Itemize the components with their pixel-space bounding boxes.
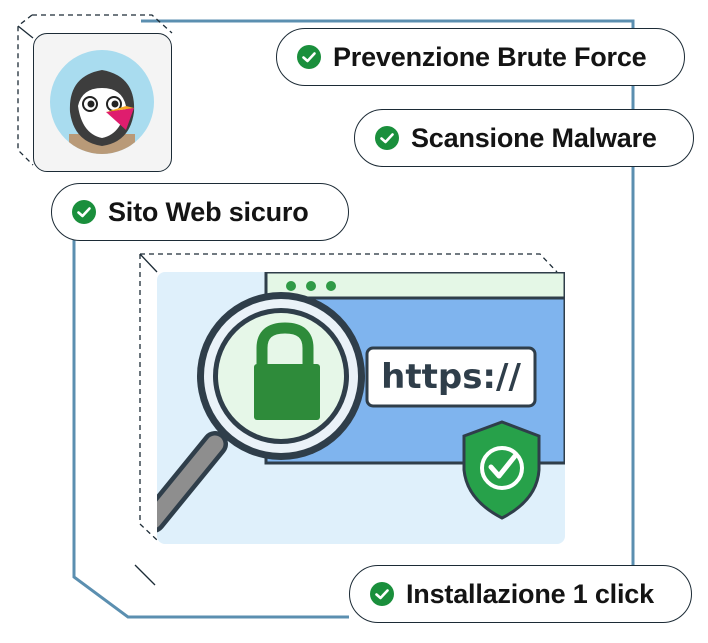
feature-one-click-install: Installazione 1 click — [349, 565, 692, 623]
feature-label: Sito Web sicuro — [108, 196, 309, 227]
feature-label: Prevenzione Brute Force — [333, 41, 647, 72]
url-bar: https:// — [365, 346, 537, 408]
url-text: https:// — [381, 357, 521, 397]
logo-card — [33, 33, 172, 172]
feature-label: Installazione 1 click — [406, 578, 654, 609]
check-circle-icon — [375, 126, 399, 150]
padlock-icon — [254, 322, 320, 420]
check-circle-icon — [72, 200, 96, 224]
check-circle-icon — [370, 582, 394, 606]
feature-label: Scansione Malware — [411, 122, 657, 153]
feature-malware-scan: Scansione Malware — [354, 109, 694, 167]
ssl-illustration: https:// — [157, 272, 565, 544]
check-circle-icon — [297, 45, 321, 69]
feature-secure-site: Sito Web sicuro — [51, 183, 349, 241]
shield-check-icon — [462, 420, 541, 520]
prestashop-puffin-logo — [50, 50, 154, 154]
feature-brute-force: Prevenzione Brute Force — [276, 28, 685, 86]
